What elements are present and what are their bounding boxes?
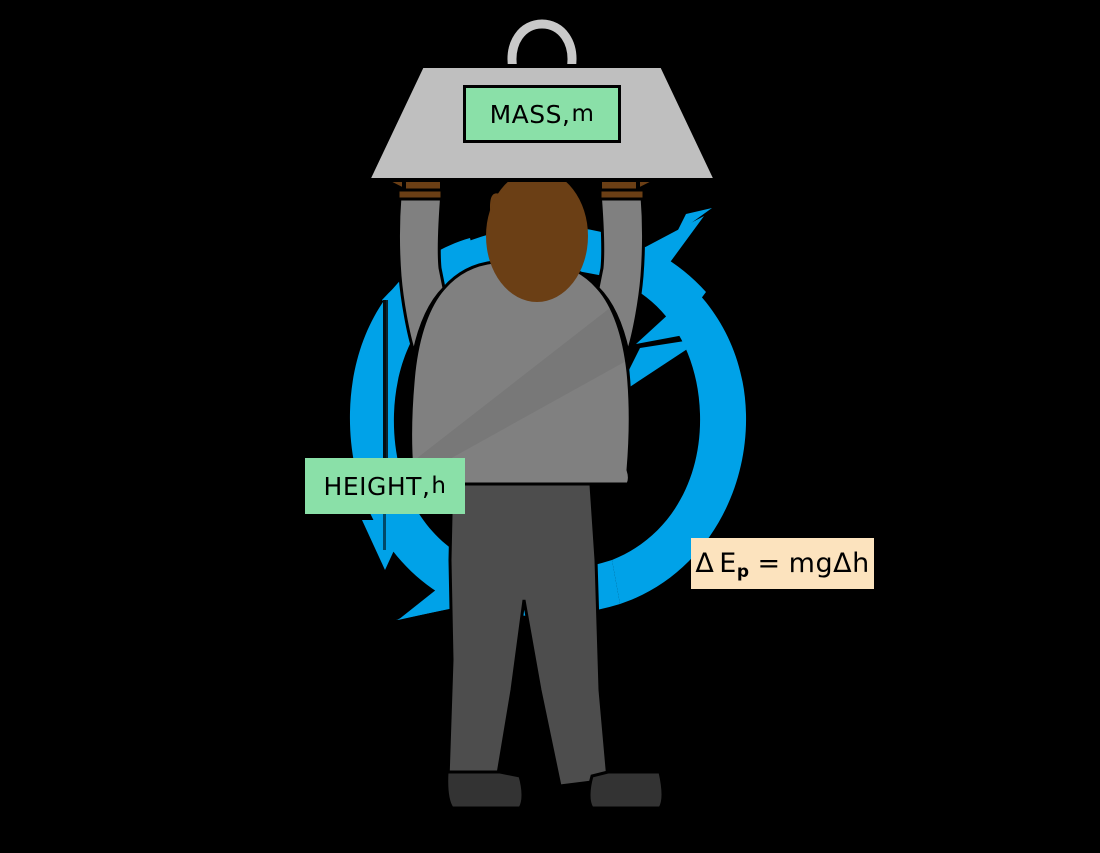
- mass-label-box: MASS, m: [463, 85, 621, 143]
- mass-label-text: MASS,: [489, 99, 571, 129]
- mass-symbol: m: [571, 101, 595, 127]
- energy-symbol: E: [719, 548, 737, 579]
- formula-right-side: mgΔh: [788, 548, 870, 579]
- height-label-box: HEIGHT, h: [305, 458, 465, 514]
- height-label-text: HEIGHT,: [323, 471, 431, 501]
- height-symbol: h: [431, 473, 447, 499]
- energy-subscript: p: [736, 562, 750, 582]
- down-arrow-icon: [362, 300, 408, 570]
- person-figure: [374, 147, 668, 810]
- equals-symbol: =: [757, 548, 781, 579]
- delta-symbol-left: Δ: [695, 548, 715, 579]
- ring-handle-icon: [507, 19, 577, 71]
